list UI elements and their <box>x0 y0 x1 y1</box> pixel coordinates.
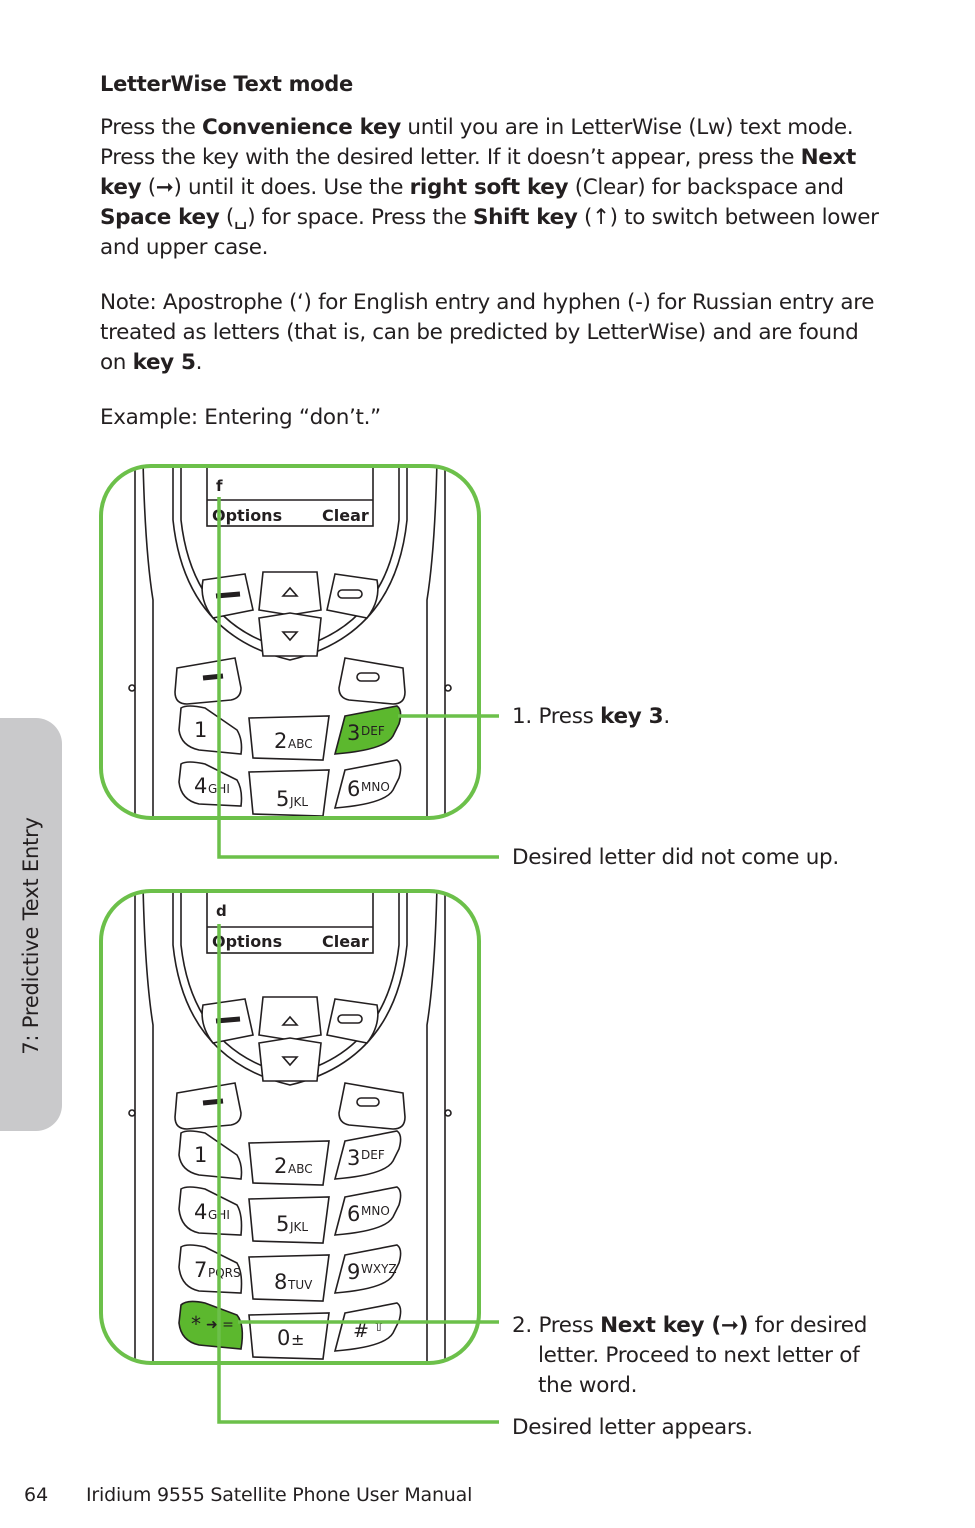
phone-figure-2: d Options Clear 1 2 ABC 3 DEF 4 GHI 5 JK… <box>99 889 481 1365</box>
left-softkey-label: Options <box>212 506 282 525</box>
key-3-num: 3 <box>347 1146 360 1170</box>
key-5-letters: JKL <box>289 1220 308 1234</box>
hash-key-letters: ⇧ <box>373 1319 385 1335</box>
key-5-num: 5 <box>276 1212 289 1236</box>
phone-figure-1: f Options Clear 1 2 ABC 3 DEF 4 GHI 5 JK… <box>99 464 481 820</box>
key-3-num: 3 <box>347 721 360 745</box>
key-9-letters: WXYZ <box>361 1262 397 1276</box>
key-4-num: 4 <box>194 1200 207 1224</box>
section-heading: LetterWise Text mode <box>100 72 353 96</box>
key-0-num: 0 <box>277 1326 290 1350</box>
key-2-num: 2 <box>274 729 287 753</box>
screen-char: f <box>216 477 223 495</box>
star-key-num: * <box>191 1312 201 1336</box>
key-1-num: 1 <box>194 718 207 742</box>
key-3-letters: DEF <box>361 1148 385 1162</box>
callout-letter-appears: Desired letter appears. <box>512 1415 753 1440</box>
key-9-num: 9 <box>347 1260 360 1284</box>
key-4-num: 4 <box>194 774 207 798</box>
right-softkey-label: Clear <box>322 932 369 951</box>
key-2-letters: ABC <box>288 737 313 751</box>
key-6-letters: MNO <box>361 1204 390 1218</box>
callout-letter-not-up: Desired letter did not come up. <box>512 845 839 870</box>
key-5-num: 5 <box>276 787 289 811</box>
callout-line-no-letter <box>217 497 499 859</box>
instructions-paragraph: Press the Convenience key until you are … <box>100 115 879 260</box>
key-3-highlight <box>333 705 402 755</box>
chapter-side-label: 7: Predictive Text Entry <box>19 817 43 1055</box>
key-7-num: 7 <box>194 1258 207 1282</box>
key-8-letters: TUV <box>287 1278 313 1292</box>
key-6-num: 6 <box>347 1202 360 1226</box>
key-8-num: 8 <box>274 1270 287 1294</box>
left-softkey-label: Options <box>212 932 282 951</box>
right-softkey-label: Clear <box>322 506 369 525</box>
screen-char: d <box>216 902 227 920</box>
key-0-letters: ± <box>291 1330 304 1349</box>
key-6-num: 6 <box>347 777 360 801</box>
hash-key-num: # <box>353 1320 369 1342</box>
callout-press-key3: 1. Press key 3. <box>512 704 670 729</box>
key-2-num: 2 <box>274 1154 287 1178</box>
footer-title: Iridium 9555 Satellite Phone User Manual <box>86 1484 473 1506</box>
key-6-letters: MNO <box>361 780 390 794</box>
example-label: Example: Entering “don’t.” <box>100 405 381 430</box>
star-key-highlight <box>178 1300 244 1350</box>
key-3-letters: DEF <box>361 724 385 738</box>
chapter-side-tab <box>0 718 62 1131</box>
callout-line-letter-appears <box>217 924 499 1424</box>
note-paragraph: Note: Apostrophe (‘) for English entry a… <box>100 290 875 375</box>
key-7-letters: PQRS <box>208 1266 241 1280</box>
page-number: 64 <box>24 1484 49 1506</box>
key-5-letters: JKL <box>289 795 308 809</box>
key-1-num: 1 <box>194 1143 207 1167</box>
key-2-letters: ABC <box>288 1162 313 1176</box>
